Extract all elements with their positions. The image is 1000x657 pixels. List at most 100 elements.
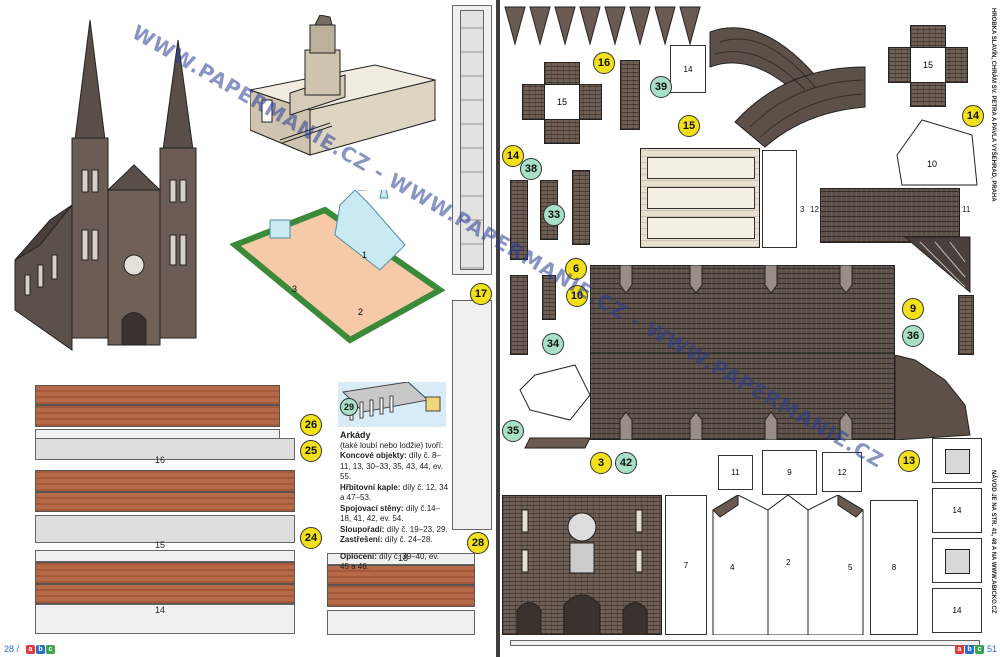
badge-part-16: 16 — [593, 52, 615, 74]
roof-grey-14 — [35, 604, 295, 634]
badge-part-10: 10 — [566, 285, 588, 307]
arkady-item-0: Koncové objekty: díly č. 8–11, 13, 30–33… — [340, 451, 443, 481]
side-wall-windows — [640, 148, 760, 248]
part-number-15: 15 — [155, 540, 166, 550]
roof-strip-28b — [327, 585, 475, 607]
badge-part-24: 24 — [300, 527, 322, 549]
badge-part-17: 17 — [470, 283, 492, 305]
badge-part-35: 35 — [502, 420, 524, 442]
roof-grey-14top — [35, 550, 295, 562]
badge-part-34: 34 — [542, 333, 564, 355]
narrow-strip-3 — [572, 170, 590, 245]
side-wall-plain — [762, 150, 797, 248]
page-gutter — [496, 0, 500, 657]
roof-grey-25 — [35, 438, 295, 460]
diagram-label-1: 1 — [362, 250, 367, 260]
badge-part-33: 33 — [543, 204, 565, 226]
narrow-strip-right — [958, 295, 974, 355]
badge-part-28: 28 — [467, 532, 489, 554]
svg-text:10: 10 — [927, 159, 937, 169]
cemetery-diagram: 2 3 1 — [230, 190, 445, 344]
svg-text:2: 2 — [786, 558, 791, 567]
wall-piece-7: 7 — [665, 495, 707, 635]
diagram-label-3: 3 — [292, 284, 297, 294]
apse-roof — [895, 355, 971, 440]
page-number-right: / 51 — [982, 644, 998, 654]
part-number-14: 14 — [155, 605, 166, 615]
part-number-18: 18 — [398, 553, 409, 563]
main-roof-dormers — [590, 265, 895, 440]
arkady-footer: Oplocení: díly č. 39–40, ev. 45 a 46. — [340, 551, 440, 572]
piece-11: 11 — [718, 455, 753, 490]
roof-strip-26 — [35, 385, 280, 405]
square-piece-12: 14 — [932, 588, 982, 633]
label-3: 3 — [800, 205, 805, 214]
square-piece-top — [932, 438, 982, 483]
roof-strip-25b — [35, 492, 295, 512]
narrow-strip-4 — [510, 275, 528, 355]
fan-roof-pieces — [709, 27, 866, 148]
badge-part-39: 39 — [650, 76, 672, 98]
badge-part-14-left: 14 — [502, 145, 524, 167]
diagram-label-2: 2 — [358, 307, 363, 317]
front-facade-details — [516, 509, 648, 635]
roof-strip-25 — [35, 470, 295, 492]
square-piece-11: 14 — [932, 488, 982, 533]
spire-piece-14: 14 — [670, 45, 706, 93]
badge-part-13: 13 — [898, 450, 920, 472]
fan-window-piece — [903, 236, 971, 294]
badge-part-42: 42 — [615, 452, 637, 474]
badge-part-14-right: 14 — [962, 105, 984, 127]
arkady-subheading: (také loubí nebo lodžie) tvoří: — [340, 440, 444, 450]
slavin-tomb-illustration — [250, 15, 437, 156]
svg-text:5: 5 — [848, 563, 853, 572]
badge-part-36: 36 — [902, 325, 924, 347]
cross-piece-right: 15 — [888, 25, 968, 107]
roof-strip-24 — [35, 562, 295, 584]
left-page: 2 3 1 16 15 14 18 Arkády (také loubí neb… — [0, 0, 496, 657]
side-caption-instructions: NÁVOD JE NA STR. 41, 48 A NA WWW.ABICKO.… — [990, 470, 996, 614]
cross-left-label: 15 — [544, 84, 580, 120]
roof-strip-28 — [327, 565, 475, 585]
roof-strip-26b — [35, 405, 280, 427]
cross-right-label: 15 — [910, 47, 946, 83]
hex-pieces — [519, 364, 591, 449]
wall-piece-4-2-5: 4 2 5 — [712, 495, 864, 635]
page-number-left: 28 / — [4, 644, 20, 654]
cross-piece-left: 15 — [522, 62, 602, 144]
arkady-item-3: Sloupořadí: díly č. 19–23, 29. — [340, 524, 448, 534]
arkady-heading: Arkády — [340, 430, 371, 440]
badge-part-26: 26 — [300, 414, 322, 436]
badge-part-38: 38 — [520, 158, 542, 180]
side-caption-title: HROBKA SLAVÍN, CHRÁM SV. PETRA A PAVLA V… — [990, 8, 996, 202]
spire-piece-left — [620, 60, 640, 130]
label-12: 12 — [810, 205, 819, 214]
arkady-item-2: Spojovací stěny: díly č.14–18, 41, 42, e… — [340, 503, 441, 524]
piece-9: 9 — [762, 450, 817, 495]
badge-part-6: 6 — [565, 258, 587, 280]
column-strip-inner — [460, 10, 484, 270]
roof-grey-5 — [327, 610, 475, 635]
part-number-16: 16 — [155, 455, 166, 465]
arkady-instructions: Arkády (také loubí nebo lodžie) tvoří: K… — [340, 430, 450, 573]
arkady-item-1: Hřbitovní kaple: díly č. 12, 34 a 47–53. — [340, 482, 449, 503]
spire-triangles-row — [504, 6, 701, 46]
piece-12: 12 — [822, 452, 862, 492]
roof-grey-24 — [35, 515, 295, 543]
right-page: 15 14 15 10 12 11 3 — [500, 0, 1000, 657]
wall-piece-8: 8 — [870, 500, 918, 635]
badge-part-29: 29 — [340, 398, 358, 416]
narrow-strip-1 — [510, 180, 528, 260]
roof-grey-18 — [327, 553, 475, 565]
svg-text:4: 4 — [730, 563, 735, 572]
badge-part-15: 15 — [678, 115, 700, 137]
roof-piece-12 — [820, 188, 960, 243]
roof-piece-10: 10 — [896, 119, 978, 186]
narrow-strip-5 — [542, 275, 556, 320]
badge-part-25: 25 — [300, 440, 322, 462]
label-11: 11 — [962, 205, 971, 214]
arkady-item-4: Zastřešení: díly č. 24–28. — [340, 535, 433, 544]
roof-strip-24b — [35, 584, 295, 604]
